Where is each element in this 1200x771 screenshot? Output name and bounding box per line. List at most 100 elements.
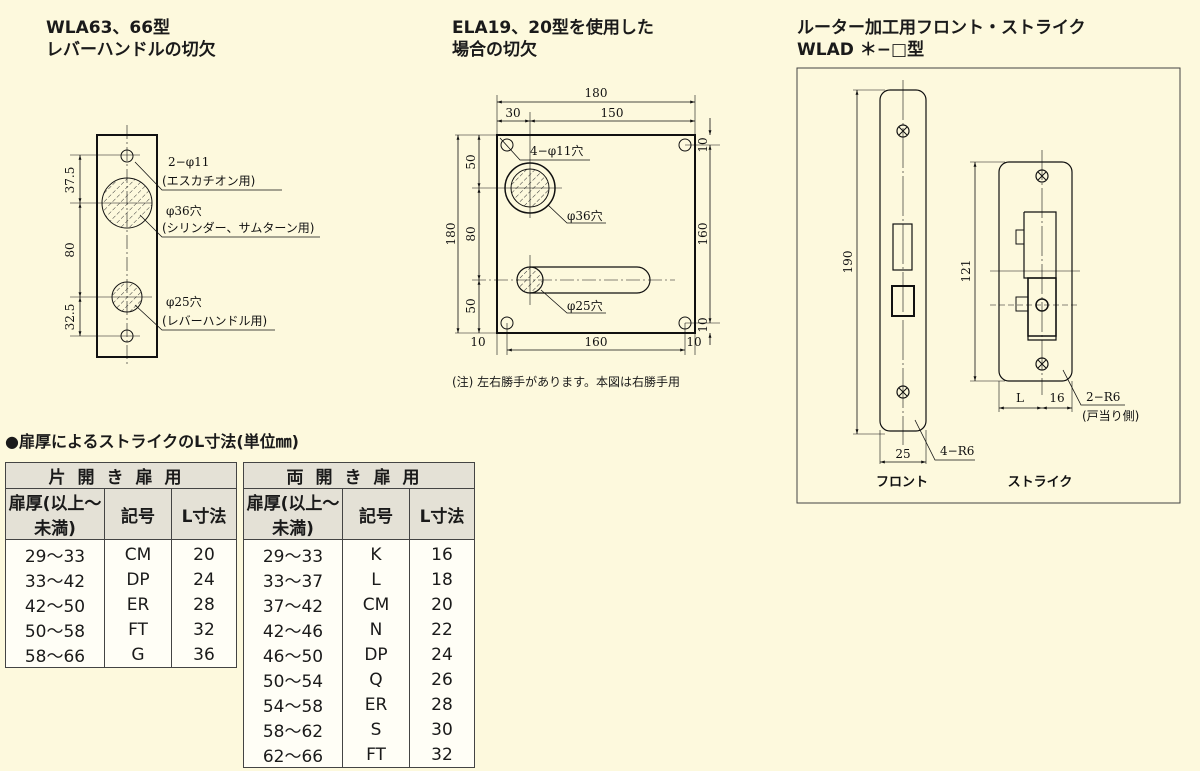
- label-lever-dia: φ25穴: [166, 294, 202, 309]
- deadbolt-opening: [891, 285, 915, 317]
- door-thickness-cell: 42〜50: [5, 592, 105, 617]
- label-cylinder-dia: φ36穴: [166, 203, 202, 218]
- col-l-dimension: L寸法: [171, 488, 237, 540]
- l-dimension-cell: 20: [409, 592, 475, 617]
- escutcheon-hole: [120, 149, 134, 163]
- table-title: 片開き扉用: [5, 462, 237, 489]
- l-dimension-cell: 32: [409, 742, 475, 768]
- door-thickness-cell: 42〜46: [243, 617, 343, 642]
- right-title: ルーター加工用フロント・ストライク WLAD ＊−□型: [797, 17, 1086, 61]
- right-title-line2: WLAD ＊−□型: [797, 40, 925, 60]
- code-cell: ER: [104, 592, 172, 617]
- door-thickness-cell: 62〜66: [243, 742, 343, 768]
- right-title-line1: ルーター加工用フロント・ストライク: [797, 18, 1086, 38]
- dim-10-left: 10: [470, 335, 485, 349]
- caption-front: フロント: [876, 475, 928, 490]
- dim-10-top: 10: [696, 137, 710, 152]
- handedness-note: (注) 左右勝手があります。本図は右勝手用: [452, 375, 680, 389]
- table-title: 両開き扉用: [243, 462, 475, 489]
- middle-title: ELA19、20型を使用した 場合の切欠: [452, 17, 654, 61]
- front-strike-diagram: [853, 80, 1125, 464]
- dim-37-5: 37.5: [63, 167, 77, 194]
- right-diagram-labels: 190 25 4−R6 121 L 16 2−R6 (戸当り側) フロント スト…: [841, 251, 1139, 490]
- dim-10-bottom: 10: [696, 317, 710, 332]
- dim-32-5: 32.5: [63, 304, 77, 331]
- col-door-thickness: 扉厚(以上〜未満): [243, 488, 343, 540]
- dim-50-bottom: 50: [464, 298, 478, 313]
- l-dimension-cell: 20: [171, 539, 237, 567]
- code-cell: K: [342, 539, 410, 567]
- door-thickness-cell: 50〜54: [243, 667, 343, 692]
- dim-80: 80: [63, 242, 77, 257]
- l-dimension-cell: 28: [409, 692, 475, 717]
- code-cell: DP: [104, 567, 172, 592]
- code-cell: L: [342, 567, 410, 592]
- caption-strike: ストライク: [1008, 475, 1073, 490]
- door-thickness-cell: 58〜62: [243, 717, 343, 742]
- door-thickness-cell: 29〜33: [243, 539, 343, 567]
- left-title: WLA63、66型 レバーハンドルの切欠: [46, 17, 216, 61]
- door-thickness-cell: 33〜37: [243, 567, 343, 592]
- door-thickness-cell: 54〜58: [243, 692, 343, 717]
- dim-190: 190: [841, 251, 855, 274]
- label-escutcheon-use: (エスカチオン用): [162, 174, 255, 188]
- dim-30: 30: [505, 106, 520, 120]
- label-door-stop-side: (戸当り側): [1082, 409, 1139, 423]
- l-dimension-cell: 26: [409, 667, 475, 692]
- code-cell: ER: [342, 692, 410, 717]
- code-cell: G: [104, 642, 172, 668]
- l-dimension-cell: 16: [409, 539, 475, 567]
- code-cell: FT: [342, 742, 410, 768]
- col-door-thickness: 扉厚(以上〜未満): [5, 488, 105, 540]
- dim-25: 25: [895, 447, 910, 461]
- code-cell: CM: [342, 592, 410, 617]
- dim-l: L: [1016, 391, 1024, 405]
- label-cylinder-use: (シリンダー、サムターン用): [162, 220, 314, 235]
- l-dimension-cell: 28: [171, 592, 237, 617]
- door-thickness-cell: 50〜58: [5, 617, 105, 642]
- col-code: 記号: [342, 488, 410, 540]
- dim-16: 16: [1049, 391, 1064, 405]
- code-cell: N: [342, 617, 410, 642]
- door-thickness-cell: 46〜50: [243, 642, 343, 667]
- label-lever-use: (レバーハンドル用): [162, 314, 267, 328]
- code-cell: DP: [342, 642, 410, 667]
- dim-160-right: 160: [696, 223, 710, 246]
- strike-plate: [998, 161, 1073, 382]
- l-dimension-cell: 30: [409, 717, 475, 742]
- code-cell: S: [342, 717, 410, 742]
- section-title: ●扉厚によるストライクのL寸法(単位㎜): [5, 432, 299, 451]
- label-lever-dia: φ25穴: [567, 298, 603, 313]
- door-thickness-cell: 33〜42: [5, 567, 105, 592]
- dim-80: 80: [464, 226, 478, 241]
- ela-cutout-diagram: [455, 95, 720, 355]
- label-mounting-holes: 4−φ11穴: [530, 143, 583, 158]
- label-escutcheon-dia: 2−φ11: [168, 155, 209, 169]
- l-dimension-cell: 22: [409, 617, 475, 642]
- left-title-line2: レバーハンドルの切欠: [46, 40, 216, 60]
- code-cell: Q: [342, 667, 410, 692]
- l-dimension-cell: 24: [409, 642, 475, 667]
- dim-121: 121: [959, 260, 973, 283]
- l-dimension-cell: 36: [171, 642, 237, 668]
- latch-opening: [892, 223, 913, 271]
- dim-160-bottom: 160: [585, 335, 608, 349]
- label-2-r6: 2−R6: [1086, 390, 1120, 404]
- door-thickness-cell: 58〜66: [5, 642, 105, 668]
- col-l-dimension: L寸法: [409, 488, 475, 540]
